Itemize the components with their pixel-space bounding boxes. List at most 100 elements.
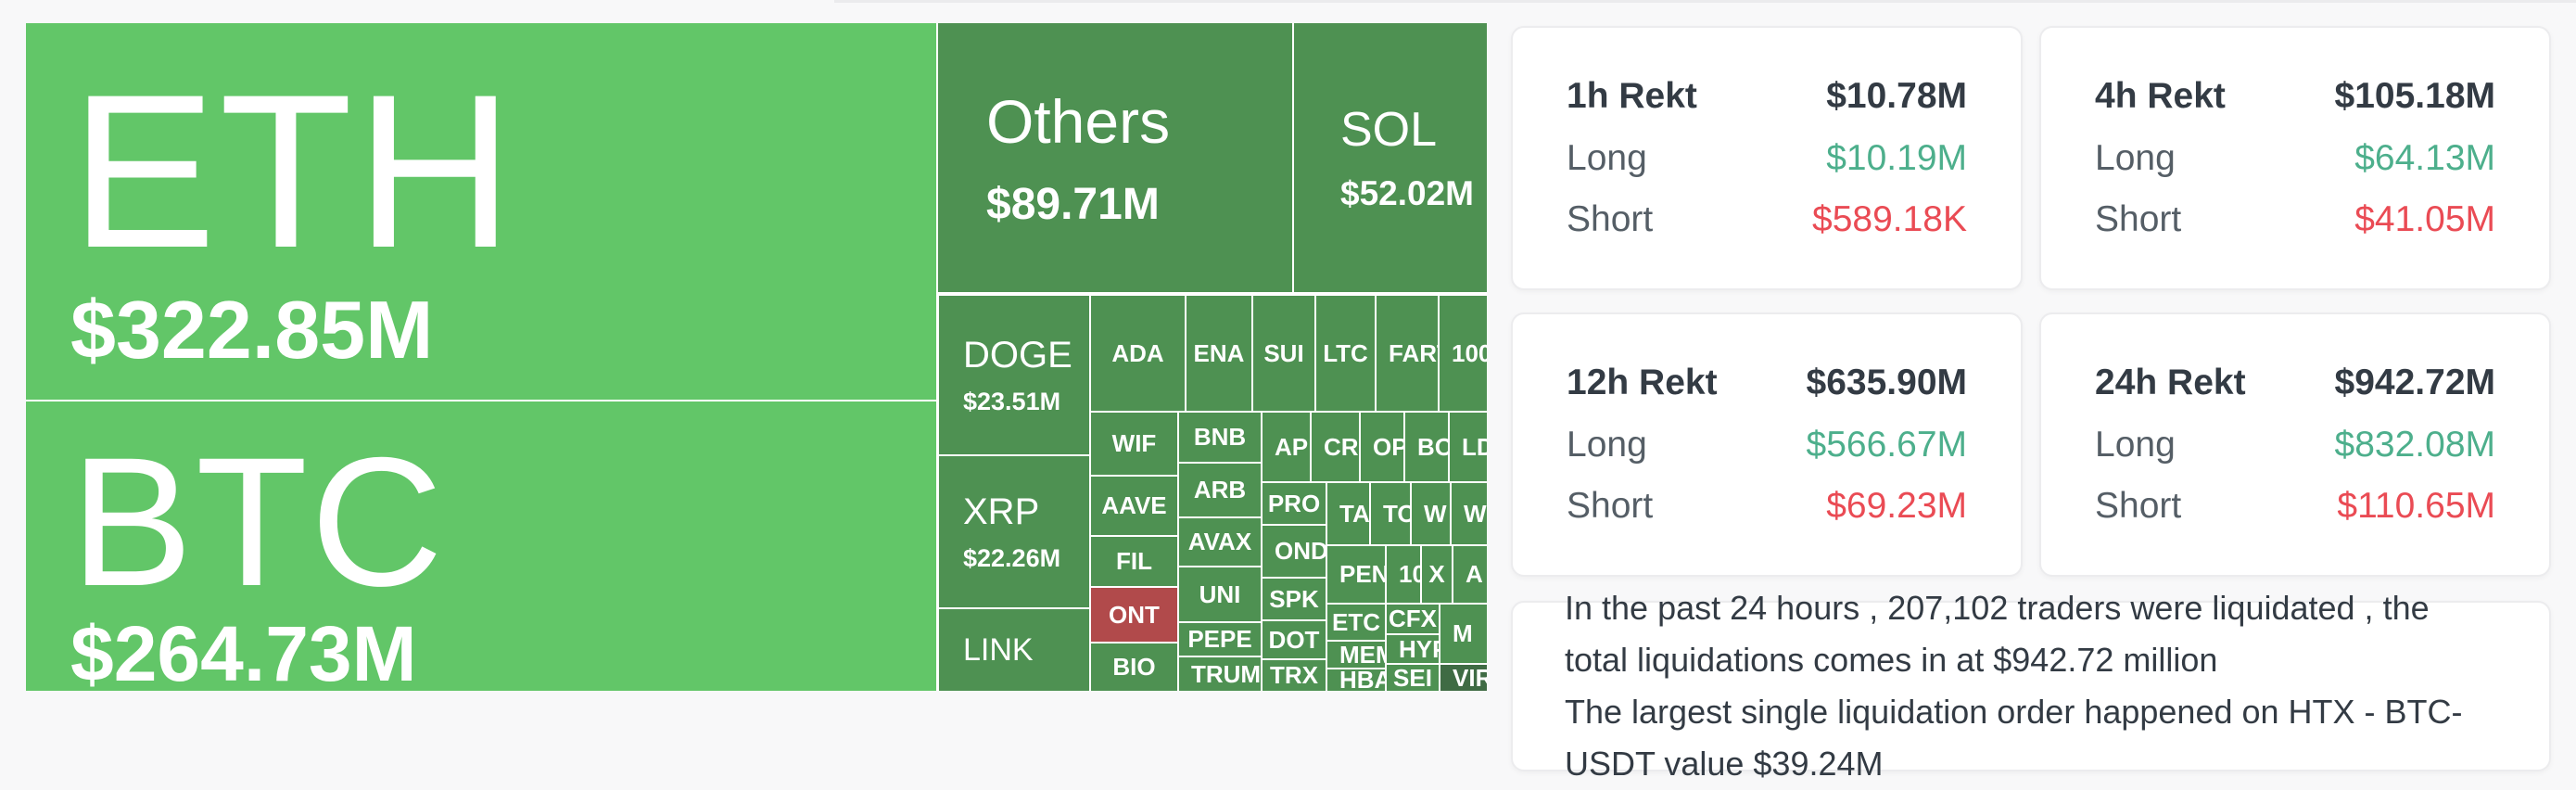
card-header-row: 4h Rekt $105.18M	[2095, 76, 2495, 117]
cell-symbol: Others	[986, 86, 1171, 156]
treemap-cell-a[interactable]: A	[1453, 546, 1487, 603]
treemap-cell-arb[interactable]: ARB	[1179, 464, 1261, 516]
treemap-cell-ap[interactable]: AP	[1263, 413, 1310, 481]
treemap-cell-hba[interactable]: HBA	[1327, 669, 1385, 691]
treemap-cell-aave[interactable]: AAVE	[1091, 477, 1177, 535]
cell-symbol: 10	[1399, 560, 1420, 588]
treemap-cell-dot[interactable]: DOT	[1263, 621, 1326, 658]
rekt-card-1h: 1h Rekt $10.78M Long $10.19M Short $589.…	[1511, 26, 2023, 290]
treemap-cell-cr[interactable]: CR	[1312, 413, 1359, 481]
cell-symbol: X	[1428, 560, 1445, 588]
top-divider	[834, 0, 2576, 3]
cell-symbol: LINK	[963, 631, 1034, 668]
card-short-row: Short $69.23M	[1567, 486, 1967, 527]
treemap-cell-m[interactable]: M	[1440, 605, 1487, 663]
treemap-cell-fart[interactable]: FART	[1377, 296, 1438, 411]
cell-symbol: W	[1464, 499, 1487, 528]
cell-symbol: BO	[1417, 432, 1448, 461]
cell-symbol: CR	[1324, 432, 1359, 461]
cell-symbol: ADA	[1111, 338, 1164, 367]
cell-symbol: SEI	[1393, 665, 1432, 691]
treemap-cell-link[interactable]: LINK	[939, 609, 1089, 691]
treemap-cell-xrp[interactable]: XRP $22.26M	[939, 456, 1089, 607]
treemap-cell-to[interactable]: TO	[1371, 483, 1410, 544]
treemap-cell-bnb[interactable]: BNB	[1179, 413, 1261, 462]
card-header-row: 24h Rekt $942.72M	[2095, 363, 2495, 403]
cell-symbol: BNB	[1193, 423, 1247, 451]
cell-symbol: OND	[1275, 537, 1326, 565]
cell-symbol: TRX	[1270, 661, 1318, 689]
cell-symbol: BTC	[70, 419, 446, 624]
treemap-cell-ltc[interactable]: LTC	[1316, 296, 1375, 411]
cell-symbol: DOT	[1268, 625, 1320, 654]
treemap-cell-vir[interactable]: VIR	[1440, 665, 1487, 691]
rekt-card-24h: 24h Rekt $942.72M Long $832.08M Short $1…	[2039, 312, 2551, 577]
treemap-cell-sui[interactable]: SUI	[1253, 296, 1314, 411]
treemap-cell-ada[interactable]: ADA	[1091, 296, 1185, 411]
long-label: Long	[1567, 137, 1647, 178]
treemap-cell-w2[interactable]: W	[1452, 483, 1487, 544]
card-title: 4h Rekt	[2095, 76, 2226, 116]
treemap-cell-eth[interactable]: ETH $322.85M	[26, 23, 936, 400]
card-title: 12h Rekt	[1567, 363, 1718, 402]
cell-symbol: XRP	[963, 491, 1040, 532]
treemap-cell-trx[interactable]: TRX	[1263, 660, 1326, 691]
treemap-cell-btc[interactable]: BTC $264.73M	[26, 401, 936, 691]
cell-value: $52.02M	[1340, 174, 1474, 212]
rekt-stats-panel: 1h Rekt $10.78M Long $10.19M Short $589.…	[1511, 26, 2551, 577]
cell-symbol: AVAX	[1187, 528, 1252, 555]
liquidation-treemap: ETH $322.85M BTC $264.73M Others $89.71M…	[26, 23, 1487, 691]
treemap-cell-avax[interactable]: AVAX	[1179, 518, 1261, 566]
treemap-cell-uni[interactable]: UNI	[1179, 567, 1261, 621]
summary-line-2: The largest single liquidation order hap…	[1565, 693, 2463, 783]
card-header-row: 12h Rekt $635.90M	[1567, 363, 1967, 403]
treemap-cell-bo[interactable]: BO	[1405, 413, 1448, 481]
card-total-value: $10.78M	[1826, 76, 1967, 116]
treemap-cell-etc[interactable]: ETC	[1327, 605, 1385, 640]
cell-value: $23.51M	[963, 387, 1061, 415]
cell-symbol: OP	[1373, 432, 1403, 461]
treemap-cell-ld[interactable]: LD	[1450, 413, 1487, 481]
treemap-cell-ena[interactable]: ENA	[1186, 296, 1251, 411]
short-value: $110.65M	[2337, 486, 2495, 526]
treemap-cell-trump[interactable]: TRUMP	[1179, 657, 1261, 691]
cell-symbol: SPK	[1269, 584, 1319, 613]
treemap-cell-w[interactable]: W	[1412, 483, 1450, 544]
treemap-cell-others[interactable]: Others $89.71M	[938, 23, 1292, 292]
treemap-cell-pepe[interactable]: PEPE	[1179, 623, 1261, 656]
treemap-cell-ond[interactable]: OND	[1263, 526, 1326, 577]
cell-symbol: FART	[1389, 338, 1438, 367]
treemap-cell-10[interactable]: 10	[1387, 546, 1420, 603]
treemap-cell-fil[interactable]: FIL	[1091, 537, 1177, 586]
card-long-row: Long $64.13M	[2095, 138, 2495, 179]
treemap-cell-hyp[interactable]: HYP	[1387, 635, 1439, 663]
treemap-cell-spk[interactable]: SPK	[1263, 579, 1326, 619]
treemap-cell-cfx[interactable]: CFX	[1387, 605, 1439, 633]
treemap-cell-sei[interactable]: SEI	[1387, 665, 1439, 691]
treemap-cell-wif[interactable]: WIF	[1091, 413, 1177, 475]
card-long-row: Long $10.19M	[1567, 138, 1967, 179]
long-value: $64.13M	[2354, 137, 2495, 178]
short-label: Short	[2095, 486, 2182, 526]
cell-symbol: DOGE	[963, 334, 1072, 376]
cell-symbol: WIF	[1111, 429, 1157, 457]
cell-symbol: ETH	[70, 49, 516, 294]
card-long-row: Long $832.08M	[2095, 425, 2495, 465]
treemap-cell-pro[interactable]: PRO	[1263, 483, 1326, 524]
short-label: Short	[1567, 486, 1654, 526]
treemap-cell-doge[interactable]: DOGE $23.51M	[939, 296, 1089, 454]
treemap-cell-pen[interactable]: PEN	[1327, 546, 1385, 603]
treemap-cell-bio[interactable]: BIO	[1091, 643, 1177, 691]
card-title: 1h Rekt	[1567, 76, 1697, 116]
card-long-row: Long $566.67M	[1567, 425, 1967, 465]
treemap-cell-ta[interactable]: TA	[1327, 483, 1369, 544]
long-value: $566.67M	[1806, 424, 1967, 465]
long-label: Long	[2095, 424, 2176, 465]
treemap-cell-mem[interactable]: MEM	[1327, 642, 1385, 668]
treemap-cell-100[interactable]: 100	[1440, 296, 1487, 411]
treemap-cell-x[interactable]: X	[1422, 546, 1452, 603]
treemap-cell-op[interactable]: OP	[1361, 413, 1403, 481]
treemap-cell-sol[interactable]: SOL $52.02M	[1294, 23, 1487, 292]
treemap-cell-ont[interactable]: ONT	[1091, 588, 1177, 642]
rekt-card-4h: 4h Rekt $105.18M Long $64.13M Short $41.…	[2039, 26, 2551, 290]
